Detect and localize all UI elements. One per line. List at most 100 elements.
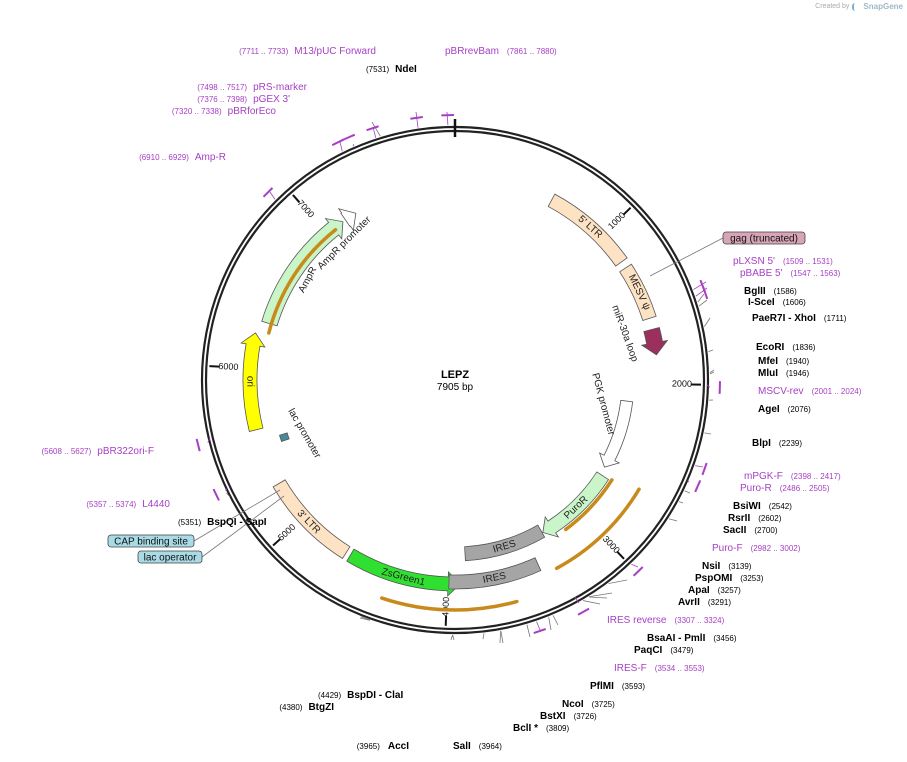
primer-label: (7320 .. 7338)pBRforEco: [172, 106, 277, 117]
site-position: (3725): [592, 700, 615, 709]
site-name: NsiI: [702, 561, 721, 572]
leader-line: [697, 293, 705, 303]
leader-line: [536, 621, 541, 631]
feature-ires: [464, 524, 546, 562]
primer-name: Puro-R: [740, 483, 772, 494]
leader-line: [339, 141, 343, 152]
primer-range: (7376 .. 7398): [197, 95, 247, 104]
snapgene-credit: Created by SnapGene: [815, 2, 903, 11]
primer-mark: [366, 125, 379, 132]
site-position: (1711): [824, 314, 847, 323]
leader-line: [695, 287, 708, 297]
primer-name: mPGK-F: [744, 471, 783, 482]
primer-mark: [533, 628, 547, 634]
primer-mark: [262, 187, 274, 198]
site-name: BlpI: [752, 438, 771, 449]
leader-line: [698, 299, 708, 307]
site-label: NcoI(3725): [562, 699, 615, 710]
site-label: PaqCI(3479): [634, 645, 694, 656]
site-position: (3253): [740, 574, 763, 583]
site-name: BspQI: [207, 517, 237, 528]
feature-ori: [240, 332, 266, 432]
site-name: RsrII: [728, 513, 750, 524]
site-label: EcoRI(1836): [756, 342, 816, 353]
primer-name: Puro-F: [712, 543, 743, 554]
site-name: SalI: [453, 741, 471, 752]
feature-lac-promoter: [278, 432, 290, 443]
site-label: BsiWI(2542): [733, 501, 792, 512]
primer-label: (7711 .. 7733)M13/pUC Forward: [239, 46, 376, 57]
primer-name: pRS-marker: [253, 82, 308, 93]
leader-line: [684, 490, 691, 494]
leader-line: [695, 465, 704, 468]
feature-label: ZsGreen1: [380, 567, 426, 589]
primer-mark: [331, 138, 345, 147]
feature-zsgreen1: [346, 548, 461, 597]
primer-label: (7376 .. 7398)pGEX 3': [197, 94, 290, 105]
primer-range: (1547 .. 1563): [791, 269, 841, 278]
primer-label: pBRrevBam(7861 .. 7880): [445, 46, 557, 57]
site-name: BclI *: [513, 723, 538, 734]
site-name: SacII: [723, 525, 747, 536]
site-name: ApaI: [688, 585, 710, 596]
credit-prefix: Created by: [815, 3, 850, 10]
site-label: AgeI(2076): [758, 404, 811, 415]
site-position: (3593): [622, 682, 645, 691]
site-label: BglII(1586): [744, 286, 797, 297]
tick-label: 4000: [440, 597, 451, 617]
feature-label: ori: [244, 376, 255, 387]
site-position: (3726): [574, 712, 597, 721]
primer-label: (5608 .. 5627)pBR322ori-F: [41, 446, 154, 457]
leader-line: [269, 191, 276, 200]
site-label: (4429)BspDI - ClaI: [318, 690, 403, 701]
site-sep: -: [785, 313, 794, 324]
site-label: I-SceI(1606): [748, 297, 806, 308]
primer-name: IRES reverse: [607, 615, 667, 626]
site-position: (1946): [786, 369, 809, 378]
site-label: MfeI (1940): [758, 356, 809, 367]
primer-label: Puro-R(2486 .. 2505): [740, 483, 830, 494]
primer-label: (5357 .. 5374)L4440: [86, 499, 170, 510]
site-name: BstXI: [540, 711, 566, 722]
tick-mark: [616, 550, 625, 560]
primer-label: pBABE 5'(1547 .. 1563): [740, 268, 841, 279]
leader-line: [371, 121, 381, 137]
site-position: (1940): [786, 357, 809, 366]
site-position: (3139): [728, 562, 751, 571]
leader-line: [589, 592, 613, 597]
site-position: (4429): [318, 691, 341, 700]
primer-label: (7498 .. 7517)pRS-marker: [197, 82, 307, 93]
plasmid-size: 7905 bp: [437, 382, 474, 393]
leader-line: [608, 579, 628, 584]
center-title: LEPZ 7905 bp: [437, 369, 474, 393]
site-sep: -: [237, 517, 246, 528]
annotation-bubble-text: lac operator: [144, 553, 197, 564]
site-name: EcoRI: [756, 342, 785, 353]
site-name: PaeR7I: [752, 313, 786, 324]
primer-name: L4440: [142, 499, 170, 510]
leader-line: [482, 633, 485, 640]
feature-ampr-promoter: [337, 208, 357, 232]
inner-feature-label: lac promoter: [285, 407, 323, 461]
leader-line: [709, 371, 715, 375]
site-name: BglII: [744, 286, 766, 297]
leader-line: [574, 596, 580, 604]
site-label: PaeR7I - XhoI(1711): [752, 313, 847, 324]
site-position: (3809): [546, 724, 569, 733]
orf-arc: [267, 227, 338, 335]
site-label: RsrII (2602): [728, 513, 782, 524]
leader-lines: [193, 111, 724, 644]
leader-line: [687, 479, 690, 483]
site-position: (1606): [783, 298, 806, 307]
site-position: (2602): [758, 514, 781, 523]
feature-3-ltr: [272, 479, 351, 560]
site-name: PaqCI: [634, 645, 663, 656]
site-label: (5351)BspQI - SapI: [178, 517, 267, 528]
leader-line: [526, 624, 531, 638]
primer-range: (3307 .. 3324): [674, 616, 724, 625]
primer-name: IRES-F: [614, 663, 647, 674]
primer-name: pLXSN 5': [733, 256, 775, 267]
site-name: MfeI: [758, 356, 778, 367]
leader-line: [450, 634, 453, 641]
site-label: BstXI (3726): [540, 711, 597, 722]
